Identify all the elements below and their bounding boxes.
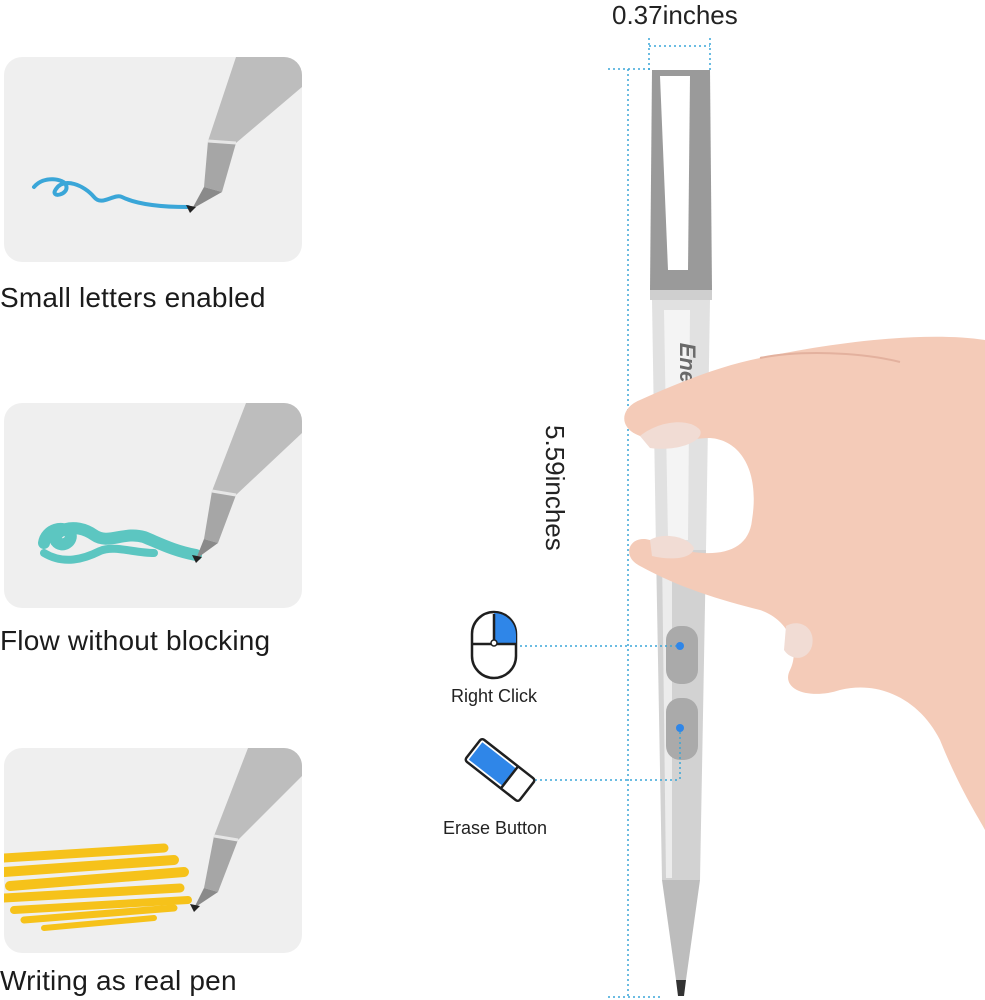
right-click-button[interactable] (666, 626, 698, 684)
feature-panel-flow (4, 403, 302, 608)
feature-panel-small-letters (4, 57, 302, 262)
mouse-icon (470, 610, 518, 680)
length-dimension-label: 5.59inches (540, 425, 570, 551)
right-click-indicator (676, 642, 684, 650)
ink-stroke (4, 843, 192, 931)
eraser-icon (464, 737, 536, 803)
ink-stroke (38, 522, 202, 561)
feature-panel-real-pen (4, 748, 302, 953)
erase-button-label: Erase Button (443, 818, 548, 838)
feature-caption-real-pen: Writing as real pen (0, 965, 237, 996)
stylus-pen-icon: Energy (650, 70, 712, 996)
feature-caption-small-letters: Small letters enabled (0, 282, 266, 313)
feature-caption-flow: Flow without blocking (0, 625, 271, 656)
width-dimension-line (648, 38, 711, 70)
stylus-pen-icon (32, 57, 302, 213)
hand-holding-pen-icon (624, 336, 985, 830)
stylus-pen-icon (4, 748, 302, 931)
length-dimension-line (608, 68, 660, 998)
right-click-label: Right Click (451, 686, 538, 706)
erase-indicator (676, 724, 684, 732)
stylus-pen-icon (38, 403, 302, 564)
width-dimension-label: 0.37inches (612, 0, 738, 30)
ink-stroke (32, 177, 190, 209)
